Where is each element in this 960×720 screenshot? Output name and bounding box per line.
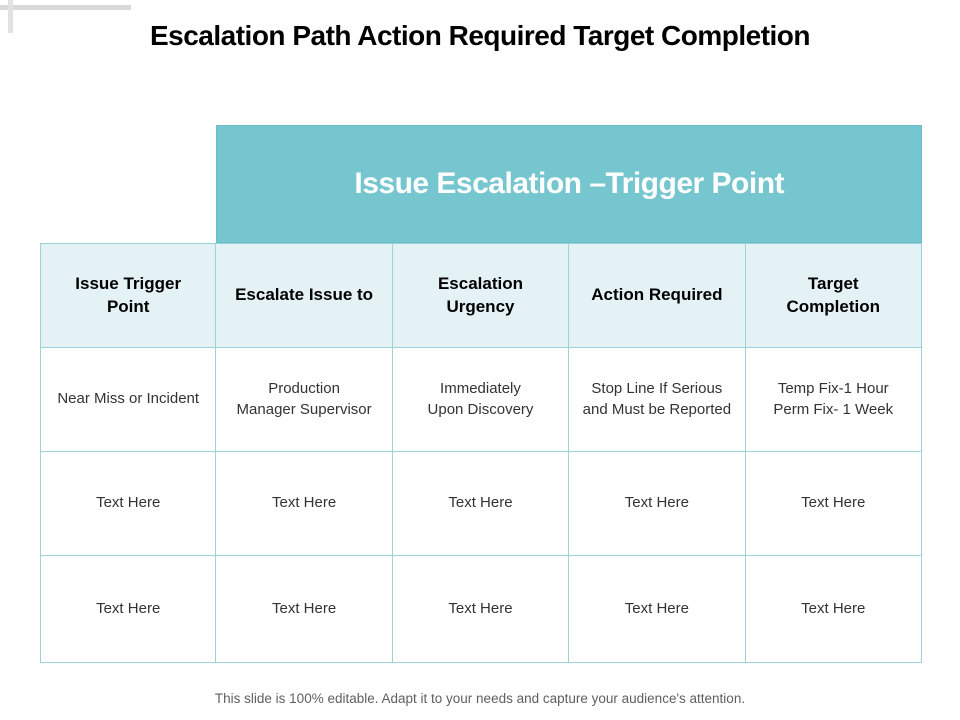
- table-header-row: Issue Trigger Point Escalate Issue to Es…: [40, 243, 922, 348]
- slide-title: Escalation Path Action Required Target C…: [149, 20, 811, 51]
- table-cell: Text Here: [392, 452, 570, 556]
- table-cell: Text Here: [569, 556, 746, 663]
- footer-note: This slide is 100% editable. Adapt it to…: [214, 691, 746, 706]
- escalation-table: Issue Escalation –Trigger Point Issue Tr…: [40, 125, 922, 663]
- table-cell: Production Manager Supervisor: [216, 348, 393, 452]
- table-cell: Text Here: [216, 556, 393, 663]
- banner-cell: Issue Escalation –Trigger Point: [216, 125, 922, 243]
- table-cell: Text Here: [40, 452, 217, 556]
- corner-cross-decoration-vertical: [8, 0, 13, 33]
- column-header-target-completion: Target Completion: [745, 243, 922, 348]
- table-cell: Immediately Upon Discovery: [392, 348, 570, 452]
- table-cell: Text Here: [745, 556, 922, 663]
- table-row: Text Here Text Here Text Here Text Here …: [40, 556, 922, 663]
- banner-spacer: [40, 125, 216, 243]
- table-cell: Text Here: [392, 556, 570, 663]
- column-header-issue-trigger-point: Issue Trigger Point: [40, 243, 217, 348]
- table-cell: Stop Line If Serious and Must be Reporte…: [569, 348, 746, 452]
- column-header-action-required: Action Required: [569, 243, 746, 348]
- table-cell: Temp Fix-1 Hour Perm Fix- 1 Week: [745, 348, 922, 452]
- column-header-escalation-urgency: Escalation Urgency: [392, 243, 570, 348]
- table-cell: Text Here: [216, 452, 393, 556]
- table-cell: Near Miss or Incident: [40, 348, 217, 452]
- table-row: Text Here Text Here Text Here Text Here …: [40, 452, 922, 556]
- banner-title: Issue Escalation –Trigger Point: [354, 167, 785, 200]
- banner-row: Issue Escalation –Trigger Point: [40, 125, 922, 243]
- table-cell: Text Here: [569, 452, 746, 556]
- table-cell: Text Here: [40, 556, 217, 663]
- column-header-escalate-issue-to: Escalate Issue to: [216, 243, 393, 348]
- corner-cross-decoration-horizontal: [0, 5, 131, 10]
- table-row: Near Miss or Incident Production Manager…: [40, 348, 922, 452]
- table-cell: Text Here: [745, 452, 922, 556]
